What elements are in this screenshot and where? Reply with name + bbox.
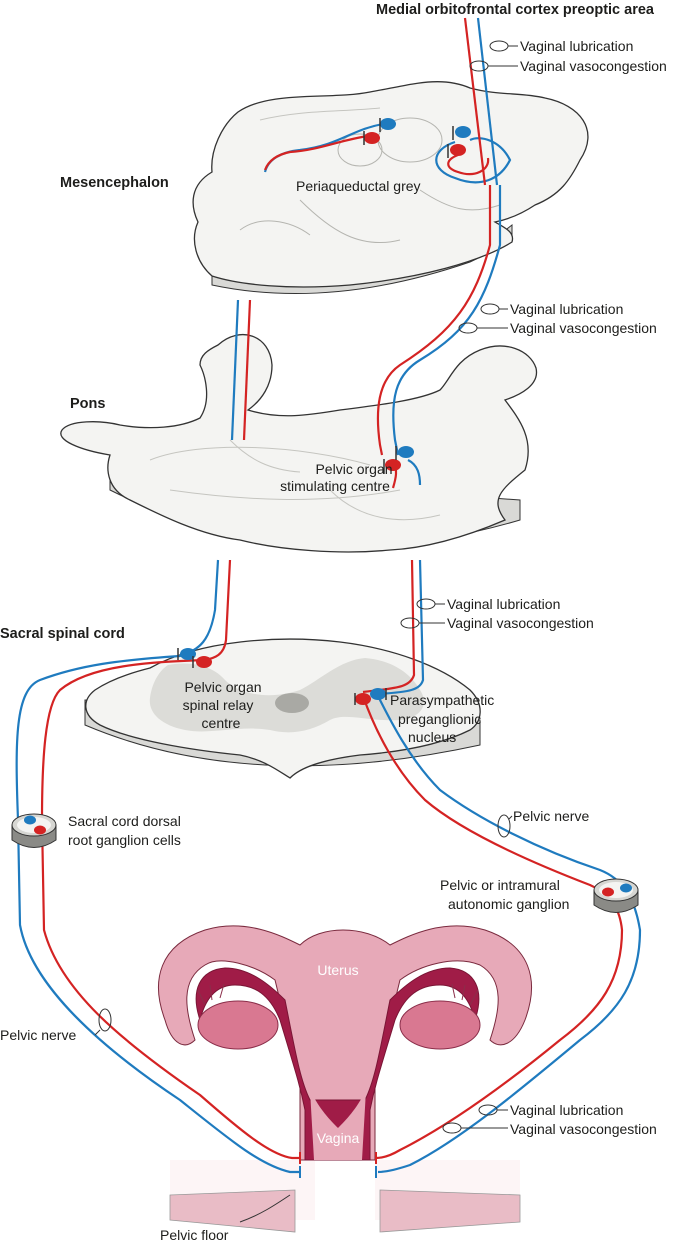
sacral-cord-slice xyxy=(84,638,481,779)
lubrication-pathway xyxy=(15,17,642,1174)
vaginal-synapses xyxy=(299,1152,377,1178)
uterus-vagina xyxy=(158,925,532,1233)
relay-centre-line1: Pelvic organ xyxy=(184,679,261,695)
lubrication-label-top: Vaginal lubrication xyxy=(520,38,633,54)
vasocongestion-label-low: Vaginal vasocongestion xyxy=(447,615,594,631)
posc-label-line2: stimulating centre xyxy=(280,478,390,494)
para-nucleus-line3: nucleus xyxy=(408,729,456,745)
pelvic-nerve-left-label: Pelvic nerve xyxy=(0,1027,76,1043)
mesencephalon-label: Mesencephalon xyxy=(60,175,169,191)
ganglion-label-line1: Pelvic or intramural xyxy=(440,877,560,893)
pelvic-nerve-right-label: Pelvic nerve xyxy=(513,808,589,824)
neuron-cells xyxy=(177,118,471,705)
vagina-label: Vagina xyxy=(317,1130,360,1146)
vasocongestion-label-top: Vaginal vasocongestion xyxy=(520,58,667,74)
drg-label-line2: root ganglion cells xyxy=(68,832,181,848)
lubrication-label-low: Vaginal lubrication xyxy=(447,596,560,612)
relay-centre-line2: spinal relay xyxy=(183,697,254,713)
para-nucleus-line1: Parasympathetic xyxy=(390,692,494,708)
uterus-label: Uterus xyxy=(317,962,358,978)
ganglion-label-line2: autonomic ganglion xyxy=(448,896,569,912)
vasocongestion-label-bottom: Vaginal vasocongestion xyxy=(510,1121,657,1137)
lubrication-label-bottom: Vaginal lubrication xyxy=(510,1102,623,1118)
periaqueductal-grey-label: Periaqueductal grey xyxy=(296,178,421,194)
posc-label-line1: Pelvic organ xyxy=(315,461,392,477)
pons-label: Pons xyxy=(70,396,105,412)
diagram-title: Medial orbitofrontal cortex preoptic are… xyxy=(376,2,655,18)
vasocongestion-label-mid: Vaginal vasocongestion xyxy=(510,320,657,336)
pons-slice xyxy=(60,334,538,553)
autonomic-ganglion xyxy=(593,878,639,913)
sacral-spinal-cord-label: Sacral spinal cord xyxy=(0,626,125,642)
lubrication-label-mid: Vaginal lubrication xyxy=(510,301,623,317)
pelvic-floor-label: Pelvic floor xyxy=(160,1227,229,1243)
dorsal-root-ganglion xyxy=(11,813,57,848)
drg-label-line1: Sacral cord dorsal xyxy=(68,813,181,829)
relay-centre-line3: centre xyxy=(202,715,241,731)
para-nucleus-line2: preganglionic xyxy=(398,711,481,727)
leader-lines xyxy=(94,40,518,1223)
